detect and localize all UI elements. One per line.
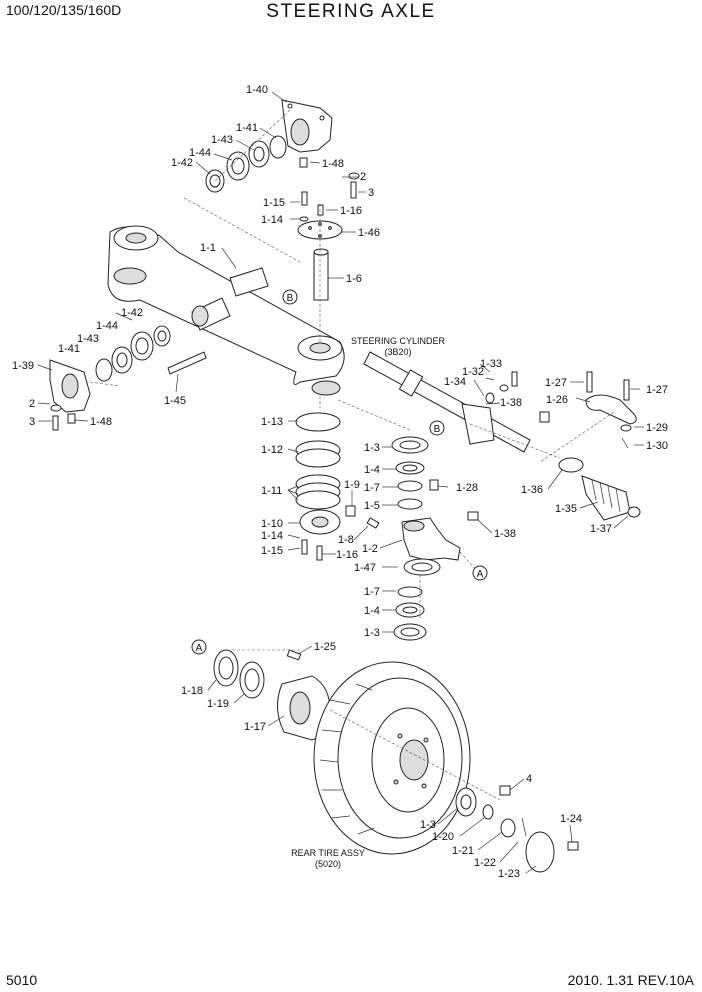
part-label: 1-14 bbox=[261, 530, 283, 542]
steering-cylinder bbox=[363, 351, 550, 453]
part-label: 1-32 bbox=[462, 366, 484, 378]
part-label: 1-14 bbox=[261, 214, 283, 226]
part-label: 1-20 bbox=[432, 831, 454, 843]
hub-outer-parts bbox=[455, 785, 579, 873]
part-label: 1-5 bbox=[364, 500, 380, 512]
part-label: 3 bbox=[29, 416, 35, 428]
part-label: 1-16 bbox=[336, 549, 358, 561]
part-label: 1-8 bbox=[338, 534, 354, 546]
part-number-labels: 1-40 1-41 1-43 1-44 1-42 1-48 2 3 1-15 1… bbox=[12, 84, 668, 880]
alignment-lines bbox=[89, 109, 615, 801]
steering-knuckle bbox=[393, 517, 461, 641]
part-label: 1-23 bbox=[498, 868, 520, 880]
part-label: 4 bbox=[526, 773, 532, 785]
part-label: 1-3 bbox=[364, 442, 380, 454]
part-label: 1-24 bbox=[560, 813, 582, 825]
axle-beam bbox=[107, 225, 345, 396]
steering-cylinder-note: STEERING CYLINDER bbox=[351, 336, 446, 346]
model-number: 100/120/135/160D bbox=[6, 2, 122, 18]
part-label: 1-19 bbox=[207, 698, 229, 710]
part-label: 1-44 bbox=[96, 320, 118, 332]
part-label: 1-2 bbox=[362, 543, 378, 555]
callout-b-cylinder: B bbox=[434, 424, 441, 435]
part-label: 1-45 bbox=[164, 395, 186, 407]
part-label: 1-36 bbox=[521, 484, 543, 496]
part-label: 1-46 bbox=[358, 227, 380, 239]
part-label: 1-47 bbox=[354, 562, 376, 574]
part-label: 2 bbox=[360, 171, 366, 183]
dust-boot bbox=[558, 457, 641, 521]
part-label: 1-41 bbox=[236, 122, 258, 134]
part-label: 1-3 bbox=[364, 627, 380, 639]
rear-tire-ref: (5020) bbox=[315, 859, 341, 869]
part-label: 1-16 bbox=[340, 205, 362, 217]
part-label: 1-25 bbox=[314, 641, 336, 653]
part-label: 1-33 bbox=[480, 358, 502, 370]
part-label: 1-27 bbox=[545, 377, 567, 389]
rear-tire bbox=[313, 661, 471, 855]
header: 100/120/135/160D STEERING AXLE bbox=[0, 0, 702, 28]
part-label: 1-17 bbox=[244, 721, 266, 733]
callout-a-knuckle: A bbox=[477, 569, 484, 580]
king-pin-cap-top bbox=[297, 191, 343, 301]
part-label: 1-12 bbox=[261, 444, 283, 456]
part-label: 1-28 bbox=[456, 482, 478, 494]
page-number: 5010 bbox=[6, 972, 38, 988]
callout-markers: B B A A bbox=[191, 289, 488, 655]
callout-a-hub: A bbox=[196, 643, 203, 654]
king-pin-stack bbox=[295, 412, 479, 561]
part-label: 1-4 bbox=[364, 464, 380, 476]
part-label: 1-9 bbox=[344, 479, 360, 491]
callout-b-top: B bbox=[287, 293, 294, 304]
part-label: 1-18 bbox=[181, 685, 203, 697]
part-label: 1-15 bbox=[261, 545, 283, 557]
part-label: 1-7 bbox=[364, 482, 380, 494]
part-label: 1-11 bbox=[261, 485, 282, 497]
part-label: 1-1 bbox=[200, 242, 216, 254]
steering-cylinder-ref: (3B20) bbox=[384, 347, 411, 357]
part-label: 1-40 bbox=[246, 84, 268, 96]
part-label: 1-34 bbox=[444, 376, 466, 388]
part-label: 1-26 bbox=[546, 394, 568, 406]
rear-tire-note: REAR TIRE ASSY bbox=[291, 848, 365, 858]
pivot-bracket-left bbox=[49, 325, 207, 431]
part-label: 1-41 bbox=[58, 343, 80, 355]
part-label: 1-42 bbox=[171, 157, 193, 169]
part-label: 1-27 bbox=[646, 384, 668, 396]
part-label: 1-30 bbox=[646, 440, 668, 452]
reference-notes: STEERING CYLINDER (3B20) REAR TIRE ASSY … bbox=[291, 336, 445, 869]
part-label: 1-10 bbox=[261, 518, 283, 530]
part-label: 1-22 bbox=[474, 857, 496, 869]
part-label: 1-21 bbox=[452, 845, 474, 857]
part-label: 1-48 bbox=[90, 416, 112, 428]
part-label: 3 bbox=[368, 187, 374, 199]
part-label: 1-43 bbox=[211, 134, 233, 146]
part-label: 1-37 bbox=[590, 523, 612, 535]
part-label: 1-39 bbox=[12, 360, 34, 372]
revision-date: 2010. 1.31 REV.10A bbox=[567, 972, 694, 988]
part-label: 1-4 bbox=[364, 605, 380, 617]
part-label: 1-38 bbox=[494, 528, 516, 540]
wheel-hub bbox=[213, 649, 331, 741]
part-label: 1-44 bbox=[189, 147, 211, 159]
part-label: 1-42 bbox=[121, 307, 143, 319]
part-label: 1-7 bbox=[364, 586, 380, 598]
part-label: 1-13 bbox=[261, 416, 283, 428]
part-label: 1-29 bbox=[646, 422, 668, 434]
part-label: 1-38 bbox=[500, 397, 522, 409]
part-label: 1-35 bbox=[555, 503, 577, 515]
part-label: 1-48 bbox=[322, 158, 344, 170]
pivot-bracket-top bbox=[205, 99, 360, 199]
part-label: 1-3 bbox=[420, 819, 436, 831]
part-label: 1-6 bbox=[346, 273, 362, 285]
leader-lines bbox=[37, 91, 644, 874]
part-label: 1-43 bbox=[77, 333, 99, 345]
page-title: STEERING AXLE bbox=[266, 1, 436, 22]
steering-link bbox=[585, 371, 637, 449]
part-label: 2 bbox=[29, 398, 35, 410]
part-label: 1-15 bbox=[263, 197, 285, 209]
